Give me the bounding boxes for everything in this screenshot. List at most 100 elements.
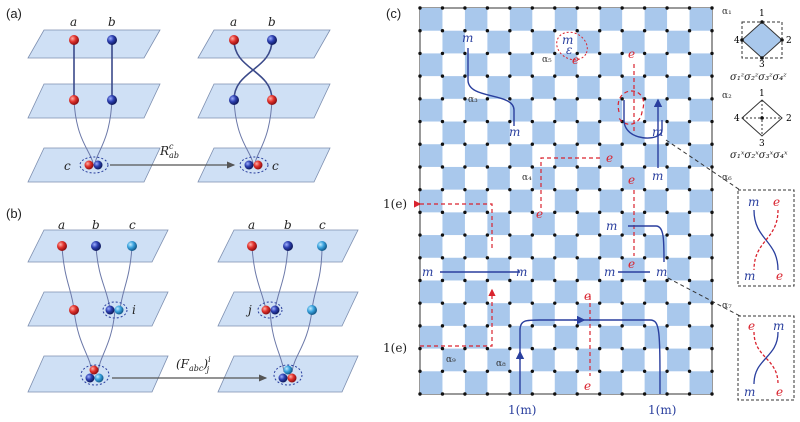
label-b: b [108,15,116,29]
label-a: a [70,15,77,29]
lattice-vertex [620,29,624,33]
plaquette [532,121,555,145]
plaquette [509,280,533,304]
lattice-vertex [620,324,624,328]
lattice-vertex [508,165,512,169]
anyon-a [69,95,79,105]
lattice-vertex [508,51,512,56]
anyon-b [85,373,95,383]
lattice-vertex [553,233,557,237]
plaquette [689,98,712,122]
plaquette [644,189,668,213]
lattice-vertex [575,97,579,101]
lattice-vertex [597,6,602,10]
plane-b-right-middle [217,291,359,327]
plaquette [509,371,533,394]
plaquette [644,280,668,304]
plaquette [622,30,645,54]
lattice-vertex [508,119,512,124]
vertex-num: 1 [759,9,765,19]
lattice-vertex [642,392,647,396]
lattice-vertex [440,74,445,78]
lattice-vertex [642,278,647,283]
lattice-vertex [418,165,422,169]
plaquette [487,76,510,99]
lattice-vertex [418,51,422,56]
lattice-vertex [553,256,557,260]
lattice-vertex [463,256,467,260]
lattice-vertex [620,165,624,169]
anyon-c [127,241,137,251]
plaquette [622,303,645,326]
lattice-vertex [710,233,714,237]
anyon-c [307,305,317,315]
plaquette [554,144,578,167]
m-loop [623,100,663,139]
m-label: m [606,219,617,233]
plaquette [577,166,600,190]
lattice-vertex [553,119,557,124]
lattice-vertex [418,256,422,260]
anyon-b [267,35,277,45]
plaquette [689,144,712,167]
alpha9-label: α₉ [446,355,456,365]
lattice-vertex [597,51,602,56]
lattice-vertex [553,301,557,305]
lattice-vertex [780,38,784,42]
lattice-vertex [597,278,602,283]
lattice-vertex [597,74,602,78]
lattice-vertex [485,187,490,192]
lattice-vertex [485,74,490,78]
lattice-vertex [620,278,624,283]
lattice-vertex [687,210,692,215]
plane-a-left-top [27,29,161,59]
plaquette [599,8,623,31]
lattice-vertex [553,29,557,33]
lattice-vertex [530,6,535,10]
lattice-vertex [710,301,714,305]
lattice-vertex [575,324,579,328]
worldline [274,245,289,311]
lattice-vertex [485,233,490,237]
lattice-vertex [620,233,624,237]
anyon-b [93,160,103,170]
plaquette [487,166,510,190]
lattice-vertex [687,187,692,192]
lattice-vertex [665,97,669,101]
plaquette [532,212,555,236]
label-b: b [92,218,100,232]
lattice-vertex [620,74,624,78]
plaquette [689,325,712,349]
anyon-b [244,160,254,170]
lattice-vertex [710,29,714,33]
checkerboard-lattice [420,8,712,394]
lattice-vertex [553,210,557,215]
lattice-vertex [642,97,647,101]
lattice-vertex [687,233,692,237]
plaquette [667,212,690,236]
lattice-vertex [440,97,445,101]
lattice-vertex [463,6,467,10]
plaquette [689,53,712,77]
anyon-a [267,95,277,105]
plaquette [554,371,578,394]
lattice-vertex [530,346,535,351]
lattice-vertex [553,51,557,56]
lattice-vertex [463,142,467,146]
plaquette [554,189,578,213]
plaquette [442,257,465,281]
lattice-vertex [665,119,669,124]
lattice-vertex [687,119,692,124]
lattice-vertex [418,142,422,146]
m-label: m [516,265,527,279]
e-worldline [753,331,779,385]
anyon-a [261,305,271,315]
plaquette [532,76,555,99]
lattice-vertex [687,278,692,283]
alpha5-label: α₅ [542,55,552,65]
worldline [291,309,313,373]
lattice-vertex [710,187,714,192]
plaquette [599,98,623,122]
lattice-vertex [463,210,467,215]
lattice-vertex [642,233,647,237]
